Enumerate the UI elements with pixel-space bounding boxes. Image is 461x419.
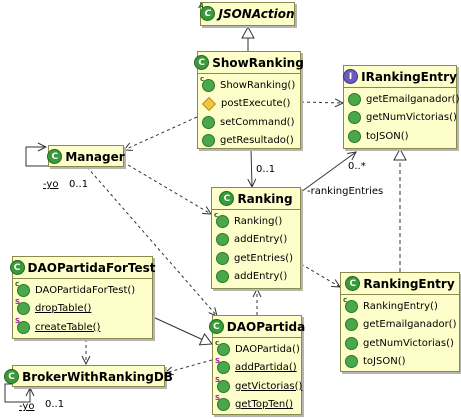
interface-irankingentry[interactable]: I IRankingEntry getEmailganador() getNum… [343,65,460,149]
manager-self-multiplicity-label: 0..1 [69,179,89,190]
public-method-icon [216,233,229,247]
public-method-icon [202,115,215,129]
edge-showranking-ranking-association [251,148,252,187]
broker-self-role-label: -yo [19,401,35,412]
class-header: C ShowRanking [194,52,304,74]
edge-manager-uses-daopartida [86,166,217,316]
broker-self-multiplicity-label: 0..1 [45,399,65,410]
edge-broker-self-association [4,383,30,403]
edge-ranking-uses-rankingentry [300,263,340,287]
class-name: BrokerWithRankingDB [22,369,173,384]
method-member[interactable]: postExecute() [201,95,300,114]
class-icon: C [194,55,210,70]
static-method-icon: S [215,394,230,412]
edge-manager-uses-ranking [122,161,211,214]
public-method-icon [345,336,358,350]
class-icon: C [47,149,63,164]
constructor-icon: c [214,211,229,228]
class-icon: C [4,369,20,384]
constructor-icon: c [15,280,30,297]
class-name: Ranking [237,191,293,206]
static-method-icon: S [215,357,230,375]
method-member[interactable]: getEmailganador() [345,316,459,335]
class-name: IRankingEntry [361,69,457,84]
manager-self-role-label: -yo [43,179,59,190]
method-member[interactable]: getEntries() [216,249,300,268]
edge-daopartidafortest-extends-daopartida [152,316,213,346]
protected-method-icon [201,96,217,111]
static-method-icon: S [15,298,30,316]
class-header: C DAOPartidaForTest [9,257,155,279]
class-header: C RankingEntry [341,273,459,295]
method-member[interactable]: setCommand() [202,113,300,132]
class-name: DAOPartidaForTest [27,260,156,275]
edge-showranking-uses-irankingentry [300,102,343,103]
static-method-icon: S [215,376,230,393]
method-member[interactable]: addEntry() [216,268,300,287]
constructor-icon: c [215,339,230,356]
method-member[interactable]: toJSON() [345,353,459,372]
method-member[interactable]: getEmailganador() [348,90,460,109]
edge-daopartida-uses-broker [165,359,213,373]
class-name: ShowRanking [212,55,304,70]
static-method-icon: S [15,317,30,334]
class-name: DAOPartida [226,319,306,334]
method-member[interactable]: toJSON() [348,127,456,146]
public-method-icon [348,111,361,125]
class-header: C Ranking [212,188,300,210]
method-member[interactable]: addEntry() [216,231,300,250]
class-header: C Manager [47,146,125,167]
class-name: Manager [65,149,125,164]
showranking-ranking-multiplicity-label: 0..1 [256,164,276,175]
public-method-icon [216,251,229,265]
class-header: C DAOPartida [208,316,305,338]
class-icon: C [208,319,224,334]
edge-showranking-uses-manager [124,116,198,150]
class-icon: C [345,276,361,291]
ranking-entries-role-label: -rankingEntries [307,186,384,197]
public-method-icon [345,355,358,369]
class-manager[interactable]: C Manager [47,145,125,167]
public-method-icon [345,318,358,332]
method-member[interactable]: getResultado() [202,132,300,151]
constructor-icon: c [343,296,358,313]
class-icon: C [9,260,25,275]
edge-manager-self-association [25,147,48,167]
class-name: RankingEntry [363,276,455,291]
interface-icon: I [343,69,359,84]
class-header: C BrokerWithRankingDB [4,366,173,387]
method-member[interactable]: getNumVictorias() [348,109,457,128]
public-method-icon [348,129,361,143]
constructor-icon: c [200,75,215,92]
public-method-icon [202,134,215,148]
class-brokerwithrankingdb[interactable]: C BrokerWithRankingDB [4,365,173,387]
class-icon: C [219,191,235,206]
ranking-entries-multiplicity-label: 0..* [348,161,366,172]
public-method-icon [348,92,361,106]
public-method-icon [216,270,229,284]
method-member[interactable]: getNumVictorias() [345,334,459,353]
class-header: I IRankingEntry [343,66,457,88]
class-name: JSONAction [218,6,295,21]
edge-ranking-irankingentry-association [300,152,356,193]
